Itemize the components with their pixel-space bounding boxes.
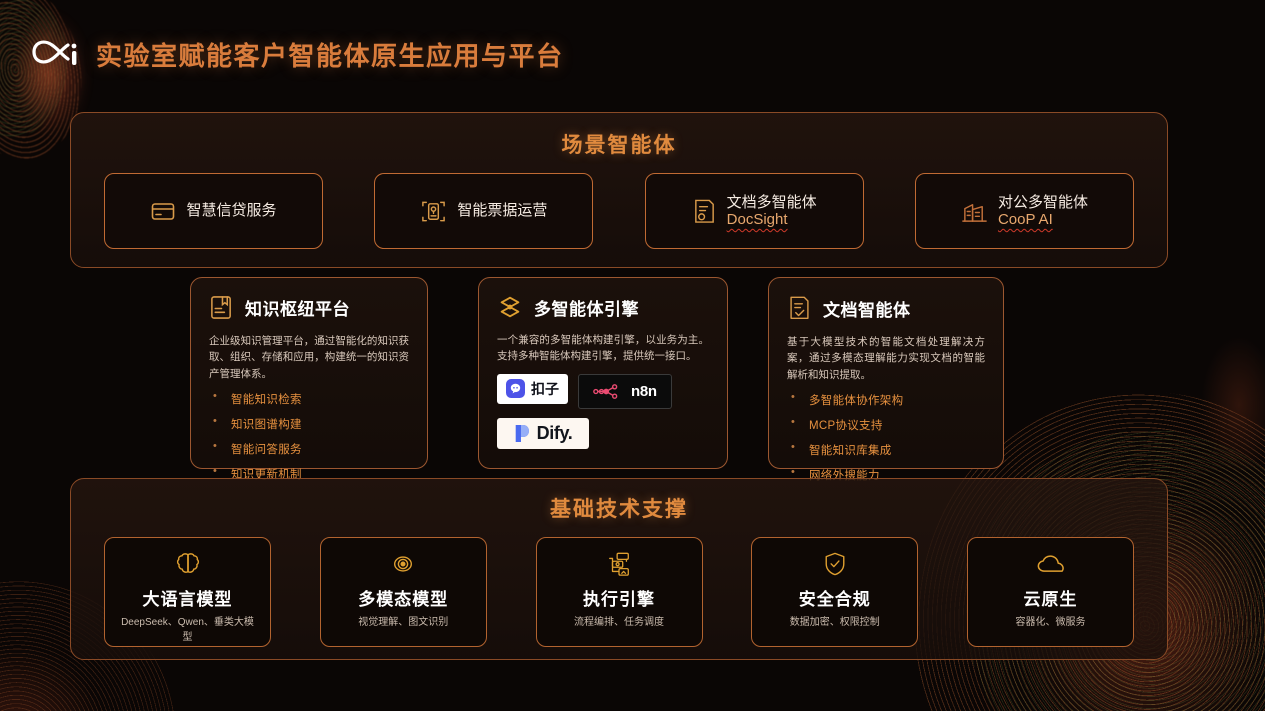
scene-panel-title: 场景智能体 [561, 134, 677, 157]
document-agent-icon [692, 197, 717, 226]
dify-logo-text: Dify. [536, 422, 573, 443]
credit-card-icon [150, 198, 176, 224]
list-item: 智能知识检索 [209, 390, 409, 407]
scene-card-credit[interactable]: 智慧信贷服务 [104, 173, 323, 249]
scene-card-docsight[interactable]: 文档多智能体 DocSight [644, 173, 864, 249]
foundation-panel-title: 基础技术支撑 [550, 498, 688, 521]
card-title: 文档智能体 [823, 300, 911, 320]
card-description: 基于大模型技术的智能文档处理解决方案，通过多模态理解能力实现文档的智能解析和知识… [787, 336, 985, 381]
dify-logo-icon [514, 423, 531, 444]
document-agent-card[interactable]: 文档智能体 基于大模型技术的智能文档处理解决方案，通过多模态理解能力实现文档的智… [768, 277, 1004, 482]
workflow-icon [605, 549, 633, 579]
feature-list: 智能知识检索 知识图谱构建 智能问答服务 知识更新机制 [209, 390, 409, 482]
knowledge-hub-card[interactable]: 知识枢纽平台 企业级知识管理平台，通过智能化的知识获取、组织、存储和应用，构建统… [190, 277, 428, 481]
foundation-card-title: 大语言模型 [142, 590, 233, 609]
slide-header: 实验室赋能客户智能体原生应用与平台 [0, 0, 1265, 78]
coze-logo-chip[interactable]: 扣子 [497, 373, 568, 404]
brain-icon [174, 549, 202, 579]
document-check-icon [787, 294, 812, 322]
list-item: 知识更新机制 [209, 465, 409, 482]
coze-logo-icon [506, 379, 525, 399]
scene-card-label: 智慧信贷服务 [186, 202, 277, 220]
foundation-card-sub: 流程编排、任务调度 [574, 617, 664, 628]
scan-document-icon [420, 198, 447, 225]
engine-logo-row: 扣子 [497, 373, 709, 409]
foundation-card-cloud[interactable]: 云原生 容器化、微服务 [967, 537, 1134, 647]
n8n-logo-icon [593, 383, 625, 400]
card-description: 企业级知识管理平台，通过智能化的知识获取、组织、存储和应用，构建统一的知识资产管… [209, 335, 409, 380]
list-item: 知识图谱构建 [209, 415, 409, 432]
foundation-card-sub: 数据加密、权限控制 [789, 617, 880, 628]
scene-agents-panel: 场景智能体 智慧信贷服务 [70, 112, 1168, 268]
list-item: MCP协议支持 [787, 416, 985, 433]
scene-card-sublabel: DocSight [726, 211, 788, 228]
list-item: 智能问答服务 [209, 440, 409, 457]
foundation-card-title: 多模态模型 [358, 590, 449, 609]
foundation-card-title: 安全合规 [798, 590, 871, 609]
building-icon [961, 198, 988, 225]
stacked-layers-icon [497, 294, 523, 320]
scene-card-label: 智能票据运营 [457, 202, 548, 220]
foundation-card-multimodal[interactable]: 多模态模型 视觉理解、图文识别 [319, 537, 487, 647]
foundation-card-sub: 容器化、微服务 [1015, 617, 1086, 628]
card-description: 一个兼容的多智能体构建引擎，以业务为主。支持多种智能体构建引擎，提供统一接口。 [497, 334, 709, 363]
knowledge-book-icon [209, 294, 234, 321]
cloud-icon [1036, 549, 1066, 579]
card-title: 知识枢纽平台 [245, 300, 350, 319]
dify-logo-chip[interactable]: Dify. [497, 417, 589, 449]
foundation-card-sub: 视觉理解、图文识别 [358, 617, 449, 628]
shield-icon [823, 549, 847, 579]
feature-list: 多智能体协作架构 MCP协议支持 智能知识库集成 网络外搜能力 [787, 391, 985, 483]
card-title: 多智能体引擎 [534, 299, 639, 319]
scene-card-coop[interactable]: 对公多智能体 CooP AI [914, 173, 1134, 249]
n8n-logo-chip[interactable]: n8n [578, 373, 672, 409]
page-title: 实验室赋能客户智能体原生应用与平台 [96, 40, 564, 71]
eye-icon [389, 549, 417, 579]
foundation-card-security[interactable]: 安全合规 数据加密、权限控制 [751, 537, 919, 647]
foundation-card-title: 云原生 [1023, 590, 1078, 609]
list-item: 智能知识库集成 [787, 441, 985, 458]
axi-logo-icon [30, 37, 82, 71]
scene-card-label: 文档多智能体 [726, 193, 817, 211]
scene-card-label: 对公多智能体 [997, 193, 1088, 211]
foundation-card-llm[interactable]: 大语言模型 DeepSeek、Qwen、垂类大模型 [104, 537, 271, 647]
foundation-card-row: 大语言模型 DeepSeek、Qwen、垂类大模型 多模态模型 视觉理解、图文识… [71, 523, 1167, 647]
scene-card-row: 智慧信贷服务 [71, 159, 1167, 249]
multi-agent-engine-card[interactable]: 多智能体引擎 一个兼容的多智能体构建引擎，以业务为主。支持多种智能体构建引擎，提… [478, 277, 728, 469]
n8n-logo-text: n8n [631, 382, 657, 400]
scene-card-sublabel: CooP AI [997, 211, 1053, 228]
coze-logo-text: 扣子 [531, 380, 559, 397]
scene-card-invoice[interactable]: 智能票据运营 [374, 173, 594, 249]
foundation-card-engine[interactable]: 执行引擎 流程编排、任务调度 [535, 537, 703, 647]
foundation-card-title: 执行引擎 [583, 590, 655, 609]
foundation-card-sub: DeepSeek、Qwen、垂类大模型 [121, 617, 254, 643]
foundation-tech-panel: 基础技术支撑 大语言模型 DeepSeek、Qwen、垂类大模型 [70, 478, 1168, 660]
list-item: 多智能体协作架构 [787, 391, 985, 408]
